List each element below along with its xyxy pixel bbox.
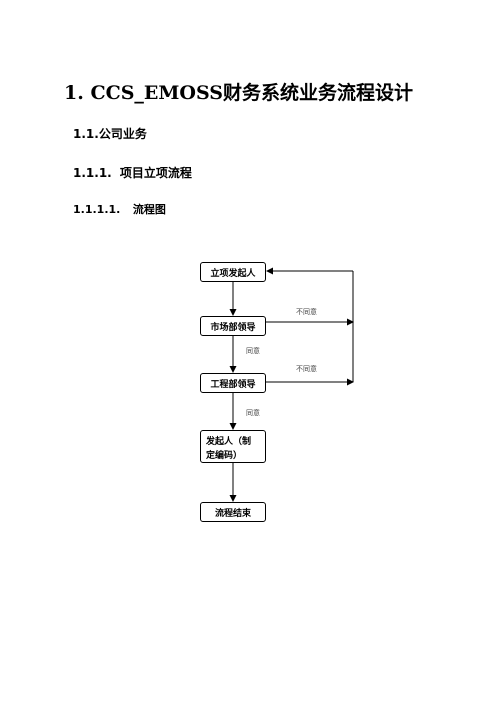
label-disagree-market: 不同意 (296, 308, 317, 316)
label-disagree-engineering: 不同意 (296, 365, 317, 373)
flow-node-creator-line2: 定编码） (206, 451, 243, 461)
section-heading-1: 1. CCS_EMOSS财务系统业务流程设计 (64, 82, 414, 104)
section-heading-4: 1.1.1.1. 流程图 (73, 201, 166, 217)
flow-node-end: 流程结束 (200, 502, 266, 522)
section-heading-4-number: 1.1.1.1. (73, 203, 121, 216)
flow-node-creator-line1: 发起人（制 (206, 437, 252, 447)
section-heading-3-number: 1.1.1. (73, 166, 112, 180)
section-heading-4-title: 流程图 (132, 203, 166, 216)
flow-node-creator: 发起人（制 定编码） (200, 430, 266, 463)
flow-node-engineering-leader: 工程部领导 (200, 373, 266, 393)
label-agree-market: 同意 (246, 347, 260, 355)
flow-node-start: 立项发起人 (200, 262, 266, 282)
section-heading-3-title: 项目立项流程 (119, 166, 192, 180)
label-agree-engineering: 同意 (246, 409, 260, 417)
section-heading-2: 1.1.公司业务 (73, 127, 147, 141)
section-heading-3: 1.1.1. 项目立项流程 (73, 164, 192, 181)
flow-node-market-leader: 市场部领导 (200, 316, 266, 336)
